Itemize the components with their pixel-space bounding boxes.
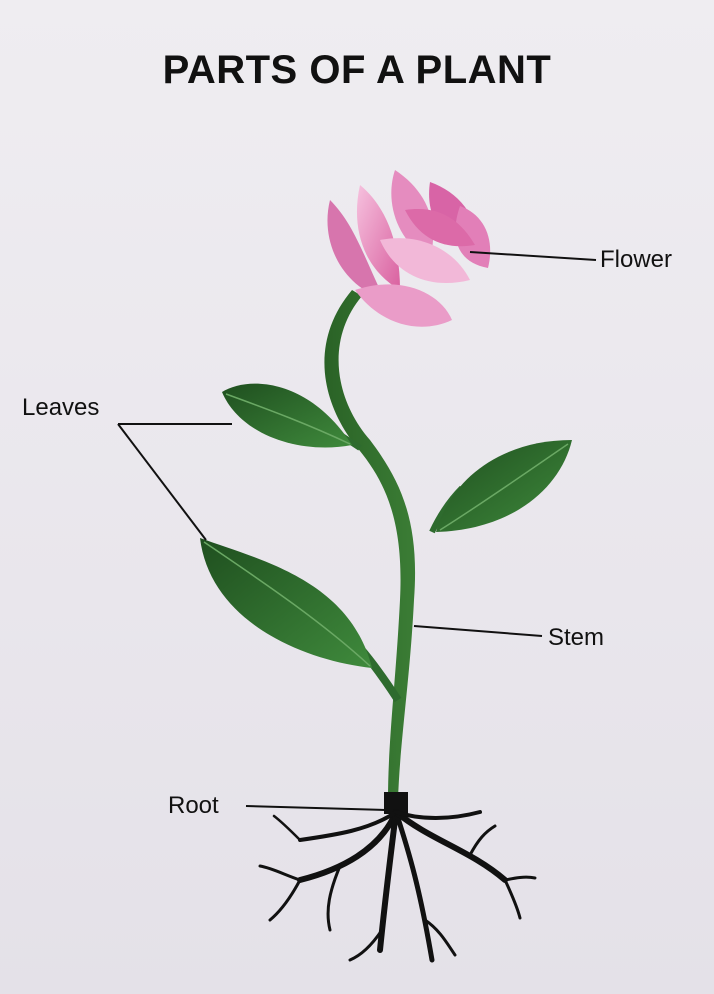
root-shape <box>260 812 535 960</box>
root-leader-line <box>246 806 386 810</box>
leaf-right <box>436 440 572 532</box>
leaves-label: Leaves <box>22 394 99 422</box>
stem-shape <box>324 290 415 800</box>
root-label: Root <box>168 792 219 820</box>
diagram-title: PARTS OF A PLANT <box>0 48 714 93</box>
flower-label: Flower <box>600 246 672 274</box>
stem-leader-line <box>414 626 542 636</box>
stem-label: Stem <box>548 624 604 652</box>
leaves-leader-line-lower <box>118 424 206 540</box>
